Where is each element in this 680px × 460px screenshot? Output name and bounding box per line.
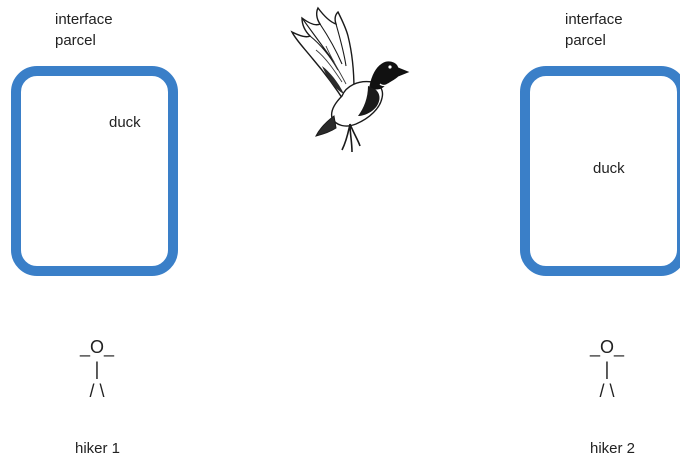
hiker-2-label: hiker 2: [589, 440, 636, 457]
right-interface-parcel: [520, 66, 680, 276]
right-parcel-label: interface parcel: [565, 11, 623, 49]
right-parcel-duck-text: duck: [593, 160, 625, 177]
left-interface-parcel: [11, 66, 178, 276]
hiker-1-label: hiker 1: [74, 440, 121, 457]
hiker-2-figure: _O_ | / \: [589, 337, 625, 401]
flying-duck-icon: [290, 6, 410, 153]
hiker-1-figure: _O_ | / \: [79, 337, 115, 401]
left-parcel-duck-text: duck: [109, 114, 141, 131]
left-parcel-label: interface parcel: [55, 11, 113, 49]
